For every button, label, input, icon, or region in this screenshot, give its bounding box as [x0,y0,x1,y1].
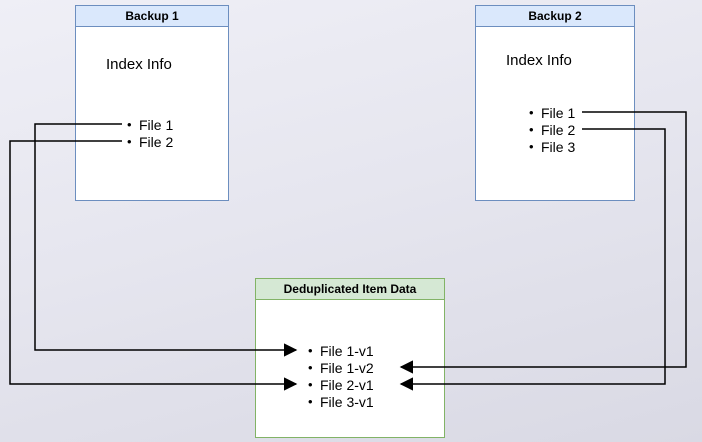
backup2-subtitle: Index Info [506,52,572,69]
dedup-title: Deduplicated Item Data [256,279,444,300]
file-label: File 2 [139,133,174,150]
bullet-icon: • [127,117,132,132]
backup2-box: Backup 2 Index Info • File 1 • File 2 • Fil… [475,5,635,201]
backup1-title: Backup 1 [76,6,228,27]
file-version-label: File 2-v1 [320,376,374,393]
file-version-label: File 1-v2 [320,359,374,376]
backup1-subtitle: Index Info [106,56,172,73]
bullet-icon: • [127,134,132,149]
dedup-item-list: • File 1-v1 • File 1-v2 • File 2-v1 • File 3… [308,342,374,410]
bullet-icon: • [308,360,313,375]
file-label: File 1 [139,116,174,133]
bullet-icon: • [308,377,313,392]
bullet-icon: • [529,139,534,154]
list-item: • File 1-v1 [308,342,374,359]
bullet-icon: • [529,105,534,120]
backup2-title: Backup 2 [476,6,634,27]
list-item: • File 3-v1 [308,393,374,410]
list-item: • File 2 [127,133,173,150]
bullet-icon: • [529,122,534,137]
deduplicated-item-data-box: Deduplicated Item Data • File 1-v1 • File … [255,278,445,438]
file-label: File 2 [541,121,576,138]
list-item: • File 2-v1 [308,376,374,393]
file-version-label: File 1-v1 [320,342,374,359]
bullet-icon: • [308,343,313,358]
list-item: • File 2 [529,121,575,138]
list-item: • File 3 [529,138,575,155]
list-item: • File 1 [529,104,575,121]
bullet-icon: • [308,394,313,409]
list-item: • File 1 [127,116,173,133]
file-label: File 1 [541,104,576,121]
backup1-file-list: • File 1 • File 2 [127,116,173,150]
file-version-label: File 3-v1 [320,393,374,410]
file-label: File 3 [541,138,576,155]
backup1-box: Backup 1 Index Info • File 1 • File 2 [75,5,229,201]
list-item: • File 1-v2 [308,359,374,376]
backup2-file-list: • File 1 • File 2 • File 3 [529,104,575,155]
